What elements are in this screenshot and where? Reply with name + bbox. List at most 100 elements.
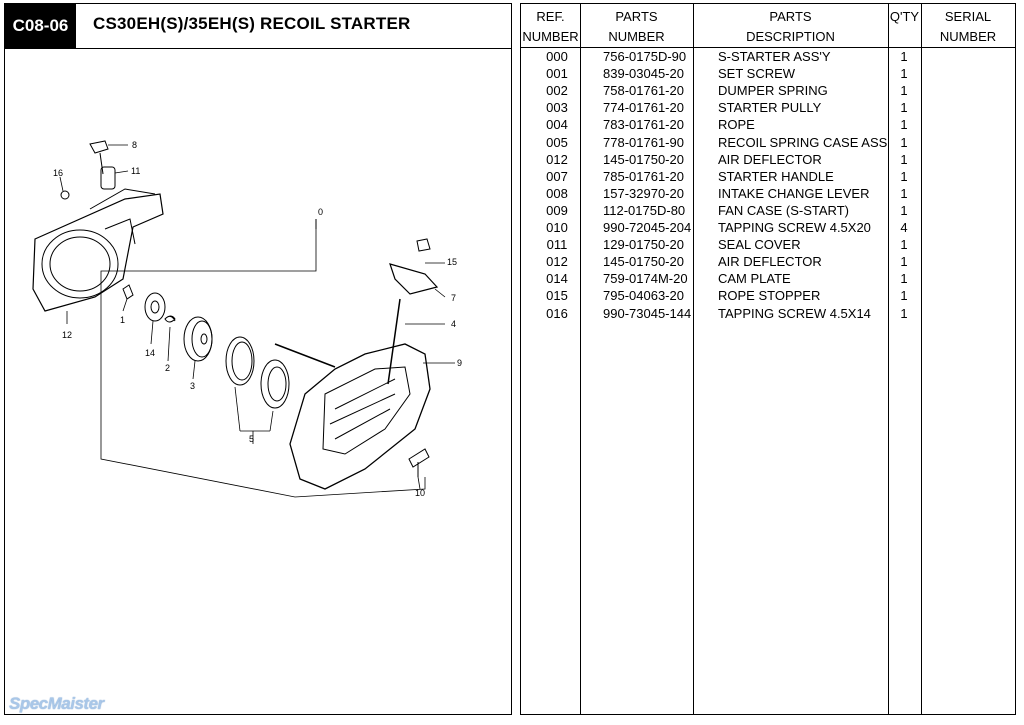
- header-parts-number: PARTS: [615, 9, 658, 24]
- table-row: 002 758-01761-20 DUMPER SPRING 1: [521, 82, 1015, 99]
- screw-16-part: [60, 190, 70, 200]
- callout-14: 14: [145, 348, 155, 358]
- cell-qty: 1: [900, 237, 908, 253]
- cell-num: 145-01750-20: [603, 254, 684, 270]
- callout-12: 12: [62, 330, 72, 340]
- cell-ref: 010: [546, 220, 568, 235]
- seal-cover-part: [100, 166, 116, 190]
- cell-desc: S-STARTER ASS'Y: [718, 49, 831, 64]
- cell-desc: RECOIL SPRING CASE ASS: [718, 134, 888, 150]
- cell-qty: 1: [900, 134, 908, 150]
- table-row: 016 990-73045-144 TAPPING SCREW 4.5X14 1: [521, 305, 1015, 322]
- cell-ref: 014: [546, 271, 568, 287]
- header-divider: [521, 47, 1015, 48]
- fan-case-part: [32, 188, 164, 312]
- table-row: 009 112-0175D-80 FAN CASE (S-START) 1: [521, 202, 1015, 219]
- tapping-screw-part: [408, 448, 430, 477]
- cell-qty: 1: [900, 100, 908, 116]
- callout-9: 9: [457, 358, 462, 368]
- callout-2: 2: [165, 363, 170, 373]
- diagram-panel: C08-06 CS30EH(S)/35EH(S) RECOIL STARTER: [4, 3, 512, 715]
- cell-desc: STARTER HANDLE: [718, 168, 834, 184]
- cell-desc: DUMPER SPRING: [718, 83, 828, 99]
- cell-ref: 002: [546, 83, 568, 99]
- cell-ref: 004: [546, 117, 568, 133]
- cell-qty: 1: [900, 49, 908, 64]
- cell-qty: 1: [900, 185, 908, 201]
- table-row: 008 157-32970-20 INTAKE CHANGE LEVER 1: [521, 185, 1015, 202]
- intake-lever-part: [89, 140, 109, 154]
- cell-qty: 1: [900, 83, 908, 99]
- starter-pulley-part: [183, 316, 213, 362]
- column-divider: [580, 4, 581, 714]
- cell-num: 759-0174M-20: [603, 271, 688, 287]
- cell-qty: 1: [900, 202, 908, 218]
- cell-desc: ROPE STOPPER: [718, 288, 821, 304]
- cell-num: 157-32970-20: [603, 185, 684, 201]
- cell-qty: 1: [900, 151, 908, 167]
- cell-num: 758-01761-20: [603, 83, 684, 99]
- table-row: 012 145-01750-20 AIR DEFLECTOR 1: [521, 253, 1015, 270]
- header-ref-2: NUMBER: [522, 29, 579, 44]
- cell-desc: TAPPING SCREW 4.5X20: [718, 220, 871, 235]
- callout-4: 4: [451, 319, 456, 329]
- cell-ref: 015: [546, 288, 568, 304]
- cell-desc: TAPPING SCREW 4.5X14: [718, 305, 871, 321]
- cell-qty: 1: [900, 305, 908, 321]
- cell-ref: 009: [546, 202, 568, 218]
- cell-num: 112-0175D-80: [603, 202, 686, 218]
- header-description-2: DESCRIPTION: [746, 29, 835, 44]
- header-ref: REF.: [536, 9, 565, 24]
- callout-11: 11: [131, 166, 140, 176]
- rope-part: [274, 298, 401, 385]
- title-divider: [5, 48, 511, 49]
- cell-ref: 005: [546, 134, 568, 150]
- cell-num: 785-01761-20: [603, 168, 684, 184]
- header-serial-2: NUMBER: [939, 29, 997, 44]
- header-qty: Q'TY: [889, 9, 920, 24]
- exploded-parts-diagram: 0 1 2 3 4 5 7 8 9 10 11 12 14 15 16: [32, 140, 462, 498]
- cell-ref: 012: [546, 151, 568, 167]
- column-divider: [921, 4, 922, 714]
- callout-16: 16: [53, 168, 63, 178]
- cell-ref: 007: [546, 168, 568, 184]
- cell-num: 990-72045-204: [603, 220, 692, 235]
- cell-ref: 016: [546, 305, 568, 321]
- recoil-spring-case-part: [225, 336, 290, 409]
- callout-15: 15: [447, 257, 457, 267]
- cell-num: 990-73045-144: [603, 305, 692, 321]
- cell-desc: ROPE: [718, 117, 755, 133]
- cell-num: 145-01750-20: [603, 151, 684, 167]
- cell-ref: 011: [546, 237, 568, 253]
- cell-qty: 1: [900, 288, 908, 304]
- table-row: 015 795-04063-20 ROPE STOPPER 1: [521, 287, 1015, 304]
- header-description: PARTS: [769, 9, 812, 24]
- cell-desc: CAM PLATE: [718, 271, 791, 287]
- cell-desc: AIR DEFLECTOR: [718, 254, 822, 270]
- cell-desc: INTAKE CHANGE LEVER: [718, 185, 870, 201]
- cell-ref: 008: [546, 185, 568, 201]
- callout-0: 0: [318, 207, 323, 217]
- page-code: C08-06: [5, 4, 76, 48]
- cell-ref: 012: [546, 254, 568, 270]
- dumper-spring-part: [164, 315, 176, 323]
- cell-qty: 1: [900, 168, 908, 184]
- parts-table: REF. NUMBER PARTS NUMBER PARTS DESCRIPTI…: [520, 3, 1016, 715]
- cell-desc: FAN CASE (S-START): [718, 202, 849, 218]
- column-divider: [693, 4, 694, 714]
- page-title: CS30EH(S)/35EH(S) RECOIL STARTER: [93, 14, 411, 33]
- cell-num: 783-01761-20: [603, 117, 684, 133]
- callout-8: 8: [132, 140, 137, 150]
- callout-5: 5: [249, 434, 254, 444]
- cell-ref: 000: [546, 49, 568, 64]
- cell-num: 795-04063-20: [603, 288, 684, 304]
- callout-10: 10: [415, 488, 425, 498]
- cell-qty: 1: [900, 254, 908, 270]
- cell-ref: 003: [546, 100, 568, 116]
